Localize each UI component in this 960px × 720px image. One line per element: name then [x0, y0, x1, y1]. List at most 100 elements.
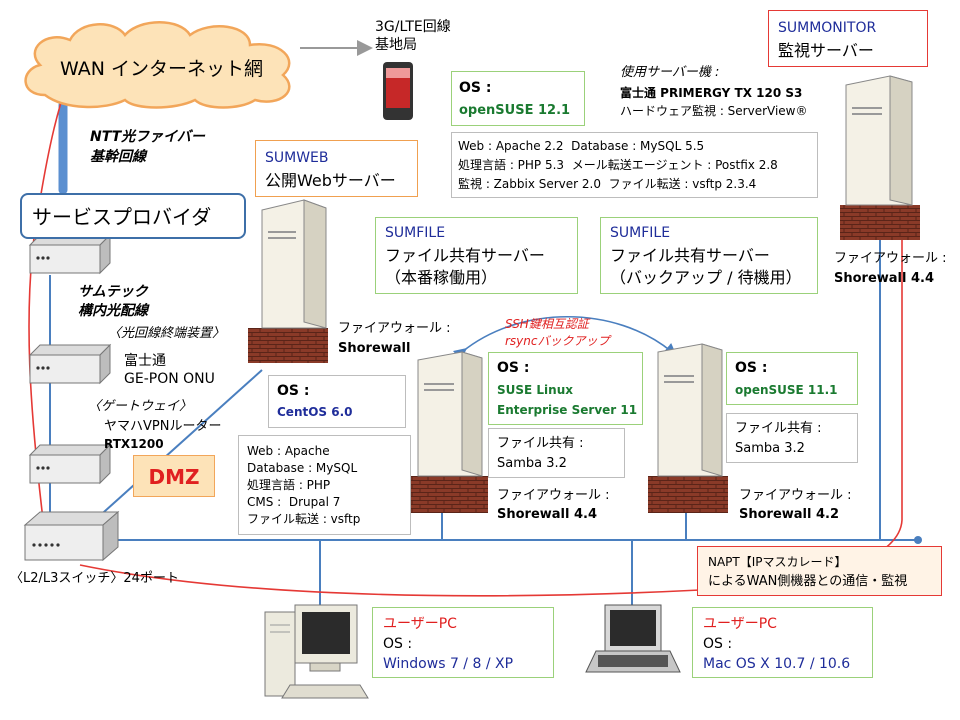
sumweb-spec-3: 処理言語 : PHP [247, 478, 331, 492]
user-mac-os-title: OS : [703, 636, 733, 652]
sumfile2-share-box: ファイル共有 : Samba 3.2 [726, 413, 858, 463]
sumweb-os-title: OS : [277, 383, 310, 399]
sumtech-line2: 構内光配線 [78, 303, 148, 319]
sumfile2-share-value: Samba 3.2 [735, 441, 805, 456]
spec-line-2: 処理言語 : PHP 5.3 メール転送エージェント : Postfix 2.8 [458, 158, 778, 172]
sumfile1-desc1: ファイル共有サーバー [385, 246, 545, 265]
sumfile1-share-box: ファイル共有 : Samba 3.2 [488, 428, 625, 478]
user-win-box: ユーザーPC OS : Windows 7 / 8 / XP [372, 607, 554, 678]
summonitor-name: SUMMONITOR [778, 20, 877, 36]
sumweb-os-box: OS : CentOS 6.0 [268, 375, 406, 428]
wan-label: WAN インターネット網 [60, 58, 263, 80]
summonitor-desc: 監視サーバー [778, 41, 874, 60]
mobile-base-label: 基地局 [375, 37, 417, 53]
sumweb-spec-1: Web : Apache [247, 444, 330, 458]
dmz-label: DMZ [148, 465, 200, 489]
sumfile1-os-title: OS : [497, 360, 530, 376]
spec-line-1: Web : Apache 2.2 Database : MySQL 5.5 [458, 139, 705, 153]
sumfile1-os-value2: Enterprise Server 11 [497, 403, 638, 417]
spec-line-3: 監視 : Zabbix Server 2.0 ファイル転送 : vsftp 2.… [458, 177, 757, 191]
ssh-line2: rsyncバックアップ [505, 334, 610, 348]
device-onu-upper [28, 233, 112, 275]
device-onu [28, 343, 112, 385]
user-win-os-title: OS : [383, 636, 413, 652]
sumweb-fw-value: Shorewall [338, 341, 411, 356]
sumfile2-box: SUMFILE ファイル共有サーバー （バックアップ / 待機用） [600, 217, 818, 294]
sumfile1-os-box: OS : SUSE Linux Enterprise Server 11 [488, 352, 643, 425]
router-line1: ヤマハVPNルーター [104, 419, 222, 434]
firewall-sumfile2 [648, 476, 728, 513]
server-sumfile1 [417, 351, 483, 477]
sumweb-desc: 公開Webサーバー [265, 171, 396, 190]
napt-line1: NAPT【IPマスカレード】 [708, 555, 847, 569]
summonitor-box: SUMMONITOR 監視サーバー [768, 10, 928, 67]
os-box-top: OS : openSUSE 12.1 [451, 71, 585, 126]
sumfile2-share-label: ファイル共有 : [735, 421, 822, 436]
sumweb-name: SUMWEB [265, 150, 329, 166]
wan-cloud [24, 21, 291, 109]
isp-box: サービスプロバイダ [20, 193, 246, 239]
sumfile1-desc2: （本番稼働用） [385, 268, 498, 287]
router-role: 〈ゲートウェイ〉 [88, 399, 193, 414]
ssh-line1: SSH鍵相互認証 [505, 317, 589, 331]
onu-line2: GE-PON ONU [124, 371, 215, 387]
sumfile2-fw-value: Shorewall 4.2 [739, 507, 840, 522]
isp-label: サービスプロバイダ [32, 205, 212, 229]
desktop-pc-icon [264, 604, 369, 699]
hw-line2: 富士通 PRIMERGY TX 120 S3 [620, 86, 803, 100]
napt-box: NAPT【IPマスカレード】 によるWAN側機器との通信・監視 [697, 546, 942, 596]
sumfile2-desc1: ファイル共有サーバー [610, 246, 770, 265]
hw-line3: ハードウェア監視 : ServerView® [620, 104, 808, 118]
onu-line1: 富士通 [124, 353, 166, 369]
dmz-box: DMZ [133, 455, 215, 497]
mobile-phone-icon [383, 62, 413, 120]
summonitor-fw-value: Shorewall 4.4 [834, 271, 935, 286]
server-sumfile2 [657, 343, 723, 477]
sumfile2-os-box: OS : openSUSE 11.1 [726, 352, 858, 405]
sumweb-spec-box: Web : Apache Database : MySQL 処理言語 : PHP… [238, 435, 411, 535]
firewall-sumfile1 [408, 476, 488, 513]
user-mac-box: ユーザーPC OS : Mac OS X 10.7 / 10.6 [692, 607, 873, 678]
sumfile1-name: SUMFILE [385, 225, 446, 241]
fiber-line2: 基幹回線 [90, 149, 146, 165]
sumfile1-share-value: Samba 3.2 [497, 456, 567, 471]
sumfile2-fw-label: ファイアウォール : [739, 488, 852, 503]
sumfile2-os-value: openSUSE 11.1 [735, 383, 838, 397]
user-win-title: ユーザーPC [383, 616, 457, 632]
firewall-summonitor [840, 205, 920, 240]
user-win-os-value: Windows 7 / 8 / XP [383, 656, 514, 672]
switch-label: 〈L2/L3スイッチ〉24ポート [10, 571, 179, 586]
sumfile1-box: SUMFILE ファイル共有サーバー （本番稼働用） [375, 217, 578, 294]
mobile-line-label: 3G/LTE回線 [375, 19, 451, 35]
sumfile2-desc2: （バックアップ / 待機用） [610, 268, 802, 287]
os-value: openSUSE 12.1 [459, 103, 571, 118]
os-title: OS : [459, 80, 492, 96]
sumfile1-os-value1: SUSE Linux [497, 383, 573, 397]
fiber-line1: NTT光ファイバー [90, 129, 205, 145]
sumweb-fw-label: ファイアウォール : [338, 321, 451, 336]
sumweb-spec-4: CMS : Drupal 7 [247, 495, 341, 509]
sumweb-spec-2: Database : MySQL [247, 461, 358, 475]
sumfile2-os-title: OS : [735, 360, 768, 376]
device-router [28, 443, 112, 485]
spec-box: Web : Apache 2.2 Database : MySQL 5.5 処理… [451, 132, 818, 198]
user-mac-title: ユーザーPC [703, 616, 777, 632]
sumfile1-share-label: ファイル共有 : [497, 436, 584, 451]
sumfile1-fw-label: ファイアウォール : [497, 488, 610, 503]
napt-line2: によるWAN側機器との通信・監視 [708, 574, 908, 589]
laptop-pc-icon [585, 604, 681, 673]
sumfile2-name: SUMFILE [610, 225, 671, 241]
sumweb-os-value: CentOS 6.0 [277, 405, 353, 419]
sumweb-box: SUMWEB 公開Webサーバー [255, 140, 418, 197]
firewall-sumweb [248, 328, 328, 363]
router-line2: RTX1200 [104, 437, 164, 451]
hw-line1: 使用サーバー機 : [620, 65, 720, 80]
server-summonitor [845, 75, 913, 206]
summonitor-fw-label: ファイアウォール : [834, 251, 947, 266]
sumweb-spec-5: ファイル転送 : vsftp [247, 512, 361, 526]
device-switch [23, 510, 120, 562]
sumfile1-fw-value: Shorewall 4.4 [497, 507, 598, 522]
user-mac-os-value: Mac OS X 10.7 / 10.6 [703, 656, 851, 672]
sumtech-line1: サムテック [78, 284, 148, 300]
